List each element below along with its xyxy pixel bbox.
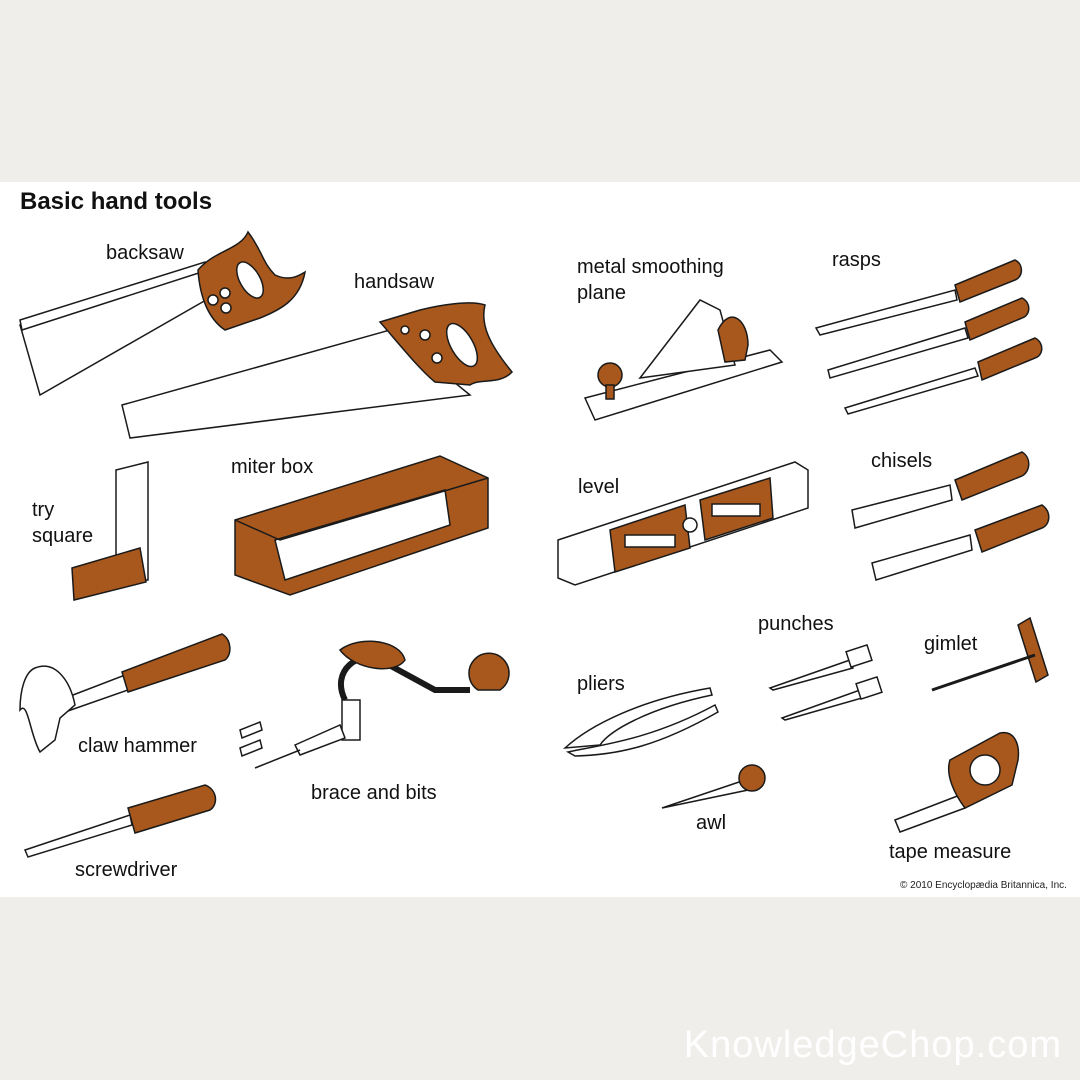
- plane-drawing: [583, 299, 784, 421]
- hammer-drawing: [19, 633, 231, 754]
- label-handsaw: handsaw: [354, 271, 435, 293]
- miter-box-drawing: [234, 455, 489, 596]
- label-miter-box: miter box: [231, 456, 314, 478]
- gimlet-drawing: [931, 616, 1049, 692]
- label-awl: awl: [696, 812, 727, 834]
- label-screwdriver: screwdriver: [75, 859, 178, 881]
- label-gimlet: gimlet: [924, 633, 978, 655]
- label-try-square: try square: [32, 499, 94, 547]
- handsaw-drawing: [121, 302, 513, 439]
- label-plane: metal smoothing plane: [577, 256, 724, 304]
- level-drawing: [557, 461, 809, 586]
- label-rasps: rasps: [832, 249, 881, 271]
- tape-measure-drawing: [894, 731, 1020, 833]
- rasps-drawing: [814, 259, 1043, 415]
- chisels-drawing: [851, 451, 1050, 581]
- awl-drawing: [661, 764, 766, 809]
- label-claw-hammer: claw hammer: [78, 735, 197, 757]
- punches-drawing: [768, 644, 883, 721]
- label-pliers: pliers: [577, 673, 625, 695]
- label-brace-and-bits: brace and bits: [311, 782, 437, 804]
- label-chisels: chisels: [871, 450, 933, 472]
- copyright: © 2010 Encyclopædia Britannica, Inc.: [900, 880, 1067, 891]
- watermark: KnowledgeChop.com: [683, 1024, 1062, 1066]
- diagram-title: Basic hand tools: [20, 188, 213, 215]
- brace-drawing: [239, 640, 510, 769]
- screwdriver-drawing: [23, 784, 217, 858]
- backsaw-drawing: [19, 230, 307, 397]
- label-backsaw: backsaw: [106, 242, 184, 264]
- try-square-drawing: [71, 461, 149, 601]
- label-level: level: [578, 476, 620, 498]
- label-punches: punches: [758, 613, 834, 635]
- label-tape-measure: tape measure: [889, 841, 1012, 863]
- pliers-drawing: [562, 687, 719, 757]
